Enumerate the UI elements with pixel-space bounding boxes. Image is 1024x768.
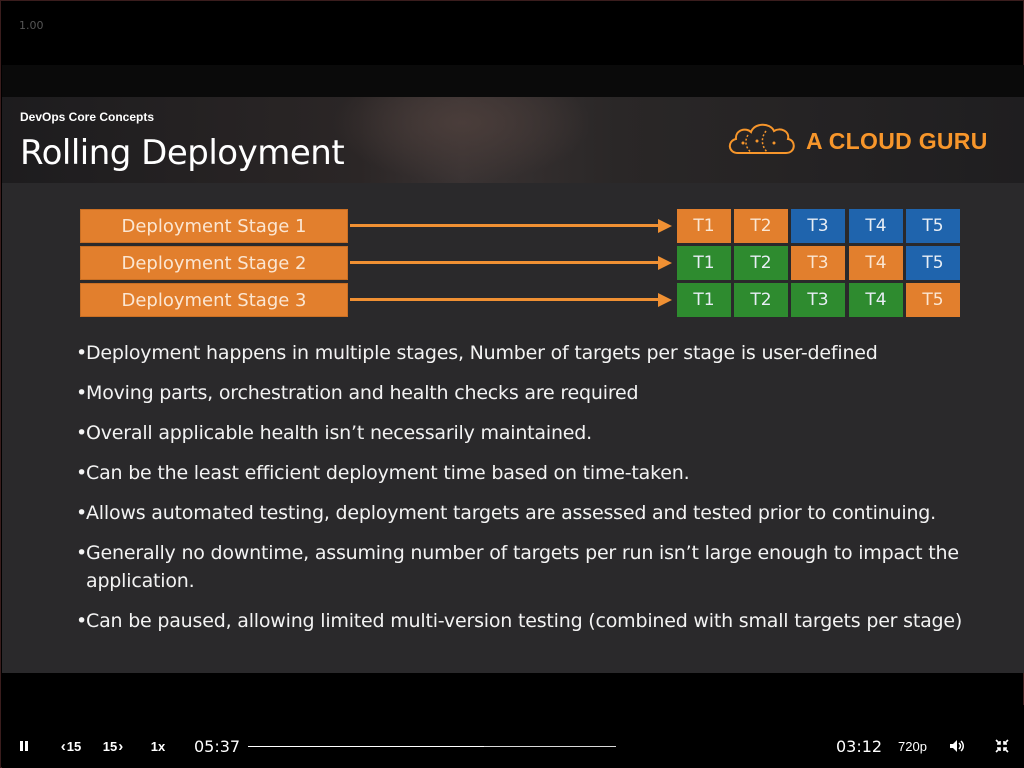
control-bar: ‹15 15› 1x 05:37 03:12 720p	[2, 705, 1024, 768]
stage-2-arrow	[350, 261, 660, 264]
stage-1-target: T2	[734, 209, 788, 243]
exit-fullscreen-button[interactable]	[992, 737, 1012, 755]
stage-3-label: Deployment Stage 3	[80, 283, 348, 317]
volume-button[interactable]	[947, 737, 967, 755]
stage-2-arrowhead	[658, 256, 672, 270]
forward-15-button[interactable]: 15›	[100, 737, 126, 755]
stage-3-target: T2	[734, 283, 788, 317]
remaining-time: 03:12	[836, 737, 883, 756]
playback-rate-label: 1x	[150, 738, 166, 754]
bullet-item: •Generally no downtime, assuming number …	[76, 542, 959, 592]
stage-2-target: T4	[849, 246, 903, 280]
stage-2-label: Deployment Stage 2	[80, 246, 348, 280]
stage-3-target: T3	[791, 283, 845, 317]
progress-bar[interactable]	[248, 746, 616, 747]
bullet-item: •Moving parts, orchestration and health …	[76, 382, 639, 404]
playback-rate-button[interactable]: 1x	[147, 737, 169, 755]
stage-3-arrowhead	[658, 293, 672, 307]
stage-1-arrow	[350, 224, 660, 227]
bullet-text: Generally no downtime, assuming number o…	[86, 542, 959, 592]
bullet-text: Allows automated testing, deployment tar…	[86, 502, 936, 524]
pause-icon	[20, 741, 28, 751]
bullet-item: •Can be the least efficient deployment t…	[76, 462, 690, 484]
volume-icon	[950, 740, 964, 752]
presenter-backdrop	[332, 97, 592, 183]
cloud-logo-icon	[728, 123, 795, 154]
bullet-list: •Deployment happens in multiple stages, …	[76, 339, 976, 647]
pause-button[interactable]	[14, 737, 34, 755]
rewind-15-icon: ‹	[60, 737, 66, 755]
forward-15-icon: ›	[118, 737, 124, 755]
bullet-text: Can be the least efficient deployment ti…	[86, 462, 690, 484]
speed-overlay: 1.00	[19, 19, 44, 32]
stage-1-arrowhead	[658, 219, 672, 233]
logo-text: A CLOUD GURU	[806, 127, 988, 154]
stage-3-arrow	[350, 298, 660, 301]
rewind-15-button[interactable]: ‹15	[58, 737, 84, 755]
bullet-text: Moving parts, orchestration and health c…	[86, 382, 639, 404]
slide-header: DevOps Core Concepts Rolling Deployment …	[2, 97, 1024, 183]
bullet-item: •Allows automated testing, deployment ta…	[76, 502, 936, 524]
stage-2-target: T2	[734, 246, 788, 280]
stage-2-target: T3	[791, 246, 845, 280]
bullet-text: Can be paused, allowing limited multi-ve…	[86, 610, 963, 632]
slide-title: Rolling Deployment	[20, 133, 345, 173]
stage-1-target: T1	[677, 209, 731, 243]
stage-2-target: T5	[906, 246, 960, 280]
elapsed-time: 05:37	[194, 737, 241, 756]
slide-kicker: DevOps Core Concepts	[20, 110, 155, 124]
top-letterbox	[2, 65, 1024, 97]
rewind-label: 15	[66, 738, 82, 754]
bullet-item: •Deployment happens in multiple stages, …	[76, 342, 878, 364]
stage-3-target: T4	[849, 283, 903, 317]
stage-1-target: T4	[849, 209, 903, 243]
progress-fill	[248, 746, 484, 747]
brand-logo: A CLOUD GURU	[724, 119, 988, 163]
bullet-item: •Overall applicable health isn’t necessa…	[76, 422, 592, 444]
stage-3-target: T5	[906, 283, 960, 317]
exit-fullscreen-icon	[995, 739, 1009, 753]
slide: DevOps Core Concepts Rolling Deployment …	[2, 97, 1024, 673]
bullet-text: Overall applicable health isn’t necessar…	[86, 422, 592, 444]
stage-1-target: T5	[906, 209, 960, 243]
stage-1-label: Deployment Stage 1	[80, 209, 348, 243]
stage-3-target: T1	[677, 283, 731, 317]
quality-button[interactable]: 720p	[898, 739, 927, 754]
stage-2-target: T1	[677, 246, 731, 280]
bullet-text: Deployment happens in multiple stages, N…	[86, 342, 878, 364]
bullet-item: •Can be paused, allowing limited multi-v…	[76, 610, 963, 632]
forward-label: 15	[102, 738, 118, 754]
stage-1-target: T3	[791, 209, 845, 243]
